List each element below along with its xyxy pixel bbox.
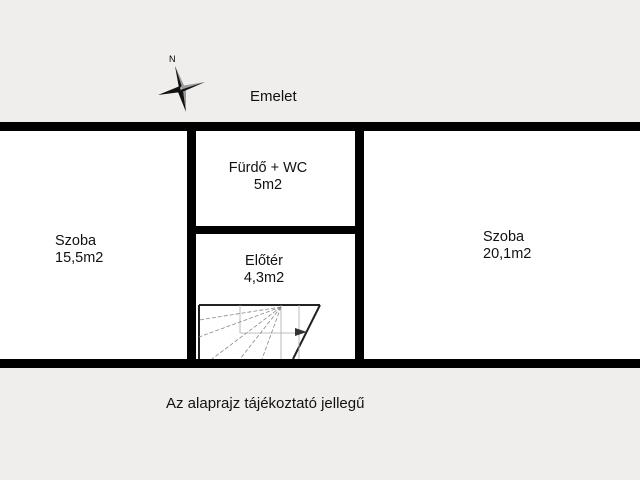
label-eloter: Előtér 4,3m2 — [226, 253, 302, 287]
room-name: Szoba — [55, 233, 97, 249]
label-furdo: Fürdő + WC 5m2 — [205, 160, 331, 194]
staircase-direction-arrow — [295, 328, 307, 336]
room-name: Szoba — [483, 229, 525, 245]
disclaimer-text: Az alaprajz tájékoztató jellegű — [166, 395, 365, 412]
room-area: 4,3m2 — [243, 270, 285, 286]
room-area: 5m2 — [253, 177, 283, 193]
room-name: Előtér — [245, 253, 283, 269]
room-szoba-right — [364, 131, 640, 359]
room-szoba-left — [0, 131, 187, 359]
wall-bottom — [0, 359, 640, 368]
room-furdo — [196, 131, 355, 226]
svg-text:N: N — [169, 54, 176, 64]
room-area: 15,5m2 — [55, 250, 104, 266]
label-szoba-right: Szoba 20,1m2 — [483, 229, 531, 263]
floor-title: Emelet — [250, 88, 297, 105]
room-name: Fürdő + WC — [228, 160, 308, 176]
compass-north-icon: N — [150, 48, 214, 118]
room-area: 20,1m2 — [483, 246, 532, 262]
wall-middle — [187, 226, 364, 234]
wall-top — [0, 122, 640, 131]
staircase-icon — [196, 300, 355, 359]
wall-inner-right — [355, 122, 364, 368]
wall-inner-left — [187, 122, 196, 368]
label-szoba-left: Szoba 15,5m2 — [55, 233, 103, 267]
room-eloter — [196, 234, 355, 359]
